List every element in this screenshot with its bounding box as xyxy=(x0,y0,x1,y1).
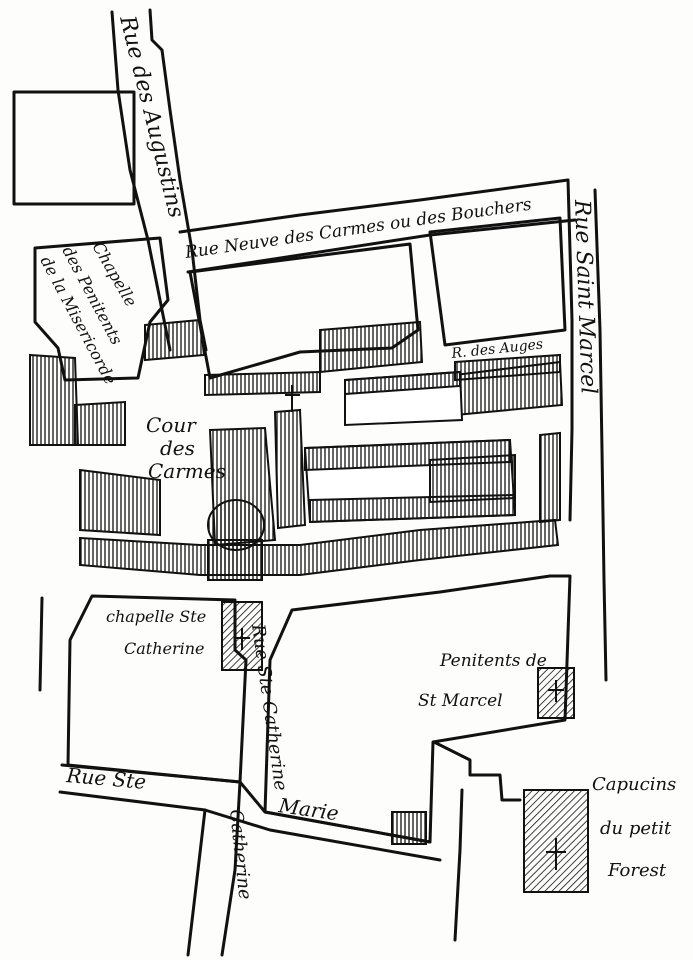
label-rue-ste-marie-right: Marie xyxy=(276,793,340,825)
convent-gallery xyxy=(204,370,321,397)
label-rue-des-augustins: Rue des Augustins xyxy=(114,12,189,220)
street-edge-augustins-right xyxy=(148,8,208,352)
chapel-dome xyxy=(207,499,265,551)
convent-complex xyxy=(29,318,564,581)
label-rue-ste-marie-left: Rue Ste xyxy=(65,763,148,794)
street-edge-far-east xyxy=(453,788,464,942)
block-top-left xyxy=(12,90,136,206)
convent-north-tower xyxy=(144,318,206,362)
label-rue-ste-catherine-bottom: Catherine xyxy=(225,808,255,900)
cloister-east-range xyxy=(429,453,516,504)
church-tower xyxy=(273,408,307,530)
convent-wall-west-2 xyxy=(74,400,126,446)
block-north-east xyxy=(428,216,567,347)
street-edge-neuve-top xyxy=(178,178,570,234)
label-cour-des-carmes-3: Carmes xyxy=(148,459,226,483)
label-penitents-st-marcel-2: St Marcel xyxy=(418,691,503,711)
street-edge-left-margin xyxy=(38,596,44,692)
convent-range-middle-roof xyxy=(344,370,461,396)
block-south-east xyxy=(263,574,572,844)
label-penitents-st-marcel-1: Penitents de xyxy=(439,651,547,671)
street-edge-marcel-right xyxy=(593,188,608,682)
street-edge-neuve-bottom xyxy=(186,218,577,274)
auges-range xyxy=(454,353,561,382)
label-capucins-3: Forest xyxy=(607,860,667,881)
convent-range-north xyxy=(319,320,424,374)
marie-gate-building xyxy=(391,811,427,845)
convent-east-tower xyxy=(539,431,561,524)
block-chapelle-penitents xyxy=(33,236,170,382)
label-chapelle-ste-catherine-1: chapelle Ste xyxy=(106,607,206,626)
street-edge-east-lower xyxy=(432,740,522,802)
label-capucins-1: Capucins xyxy=(592,774,676,795)
label-cour-des-carmes-1: Cour xyxy=(146,413,197,437)
street-edge-marcel-left xyxy=(566,178,574,522)
label-cour-des-carmes-2: des xyxy=(160,436,195,460)
street-edge-catherine-right xyxy=(220,780,242,957)
label-rue-ste-catherine: Rue Ste Catherine xyxy=(247,622,291,792)
convent-wall-south xyxy=(79,518,560,576)
street-edge-catherine-left xyxy=(186,808,207,957)
label-capucins-2: du petit xyxy=(600,818,672,839)
street-edge-marie-top xyxy=(60,763,432,844)
label-chapelle-ste-catherine-2: Catherine xyxy=(124,639,205,658)
convent-wall-west xyxy=(29,353,80,446)
convent-west-wing xyxy=(79,468,161,537)
